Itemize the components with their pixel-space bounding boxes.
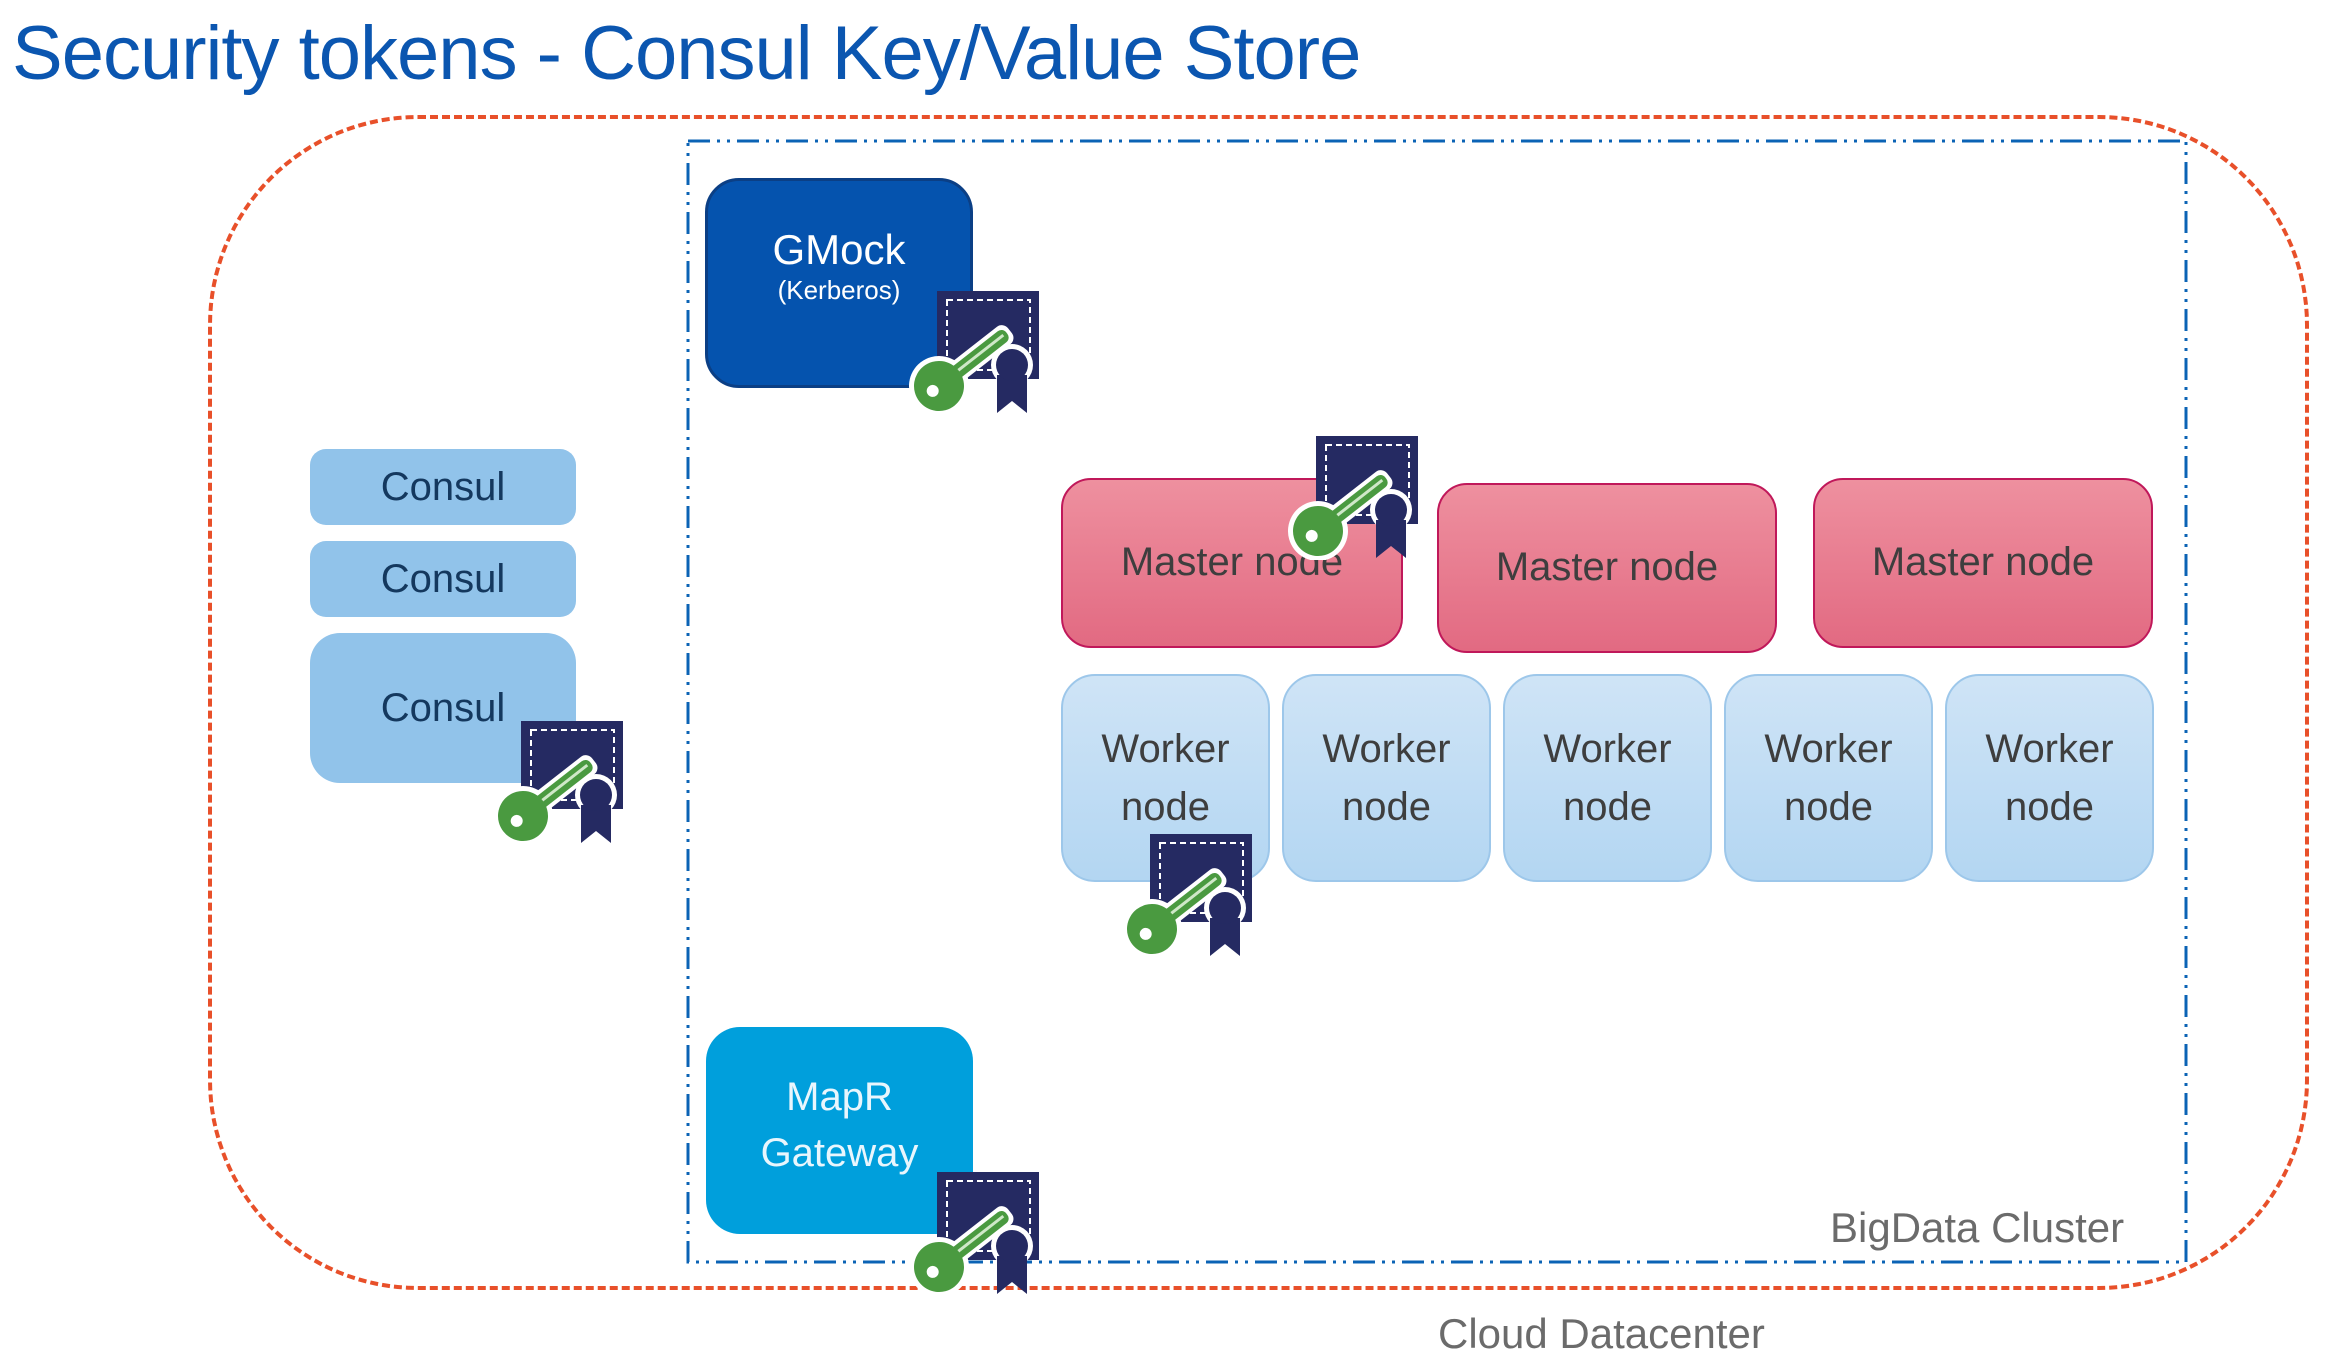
mapr-label-line2: Gateway [760,1130,919,1175]
key-certificate-icon [909,291,1039,416]
master-node-label: Master node [1871,539,2095,584]
worker-node-3[interactable]: Worker node [1503,674,1712,882]
key-certificate-icon [1122,834,1252,959]
worker-node-label-line1: Worker [1985,727,2114,771]
consul-node-2[interactable]: Consul [310,541,576,617]
worker-node-token-icon [1122,834,1252,963]
worker-node-label-line1: Worker [1322,727,1451,771]
worker-node-label-line1: Worker [1764,727,1893,771]
worker-node-label-line2: node [1342,785,1431,829]
master-node-label: Master node [1495,544,1719,589]
consul-node-3[interactable]: Consul [310,633,576,783]
gmock-kerberos-node[interactable]: GMock (Kerberos) [705,178,973,388]
worker-node-5[interactable]: Worker node [1945,674,2154,882]
mapr-label-line1: MapR [786,1074,893,1119]
master-node-token-icon [1288,436,1418,565]
consul-node-1[interactable]: Consul [310,449,576,525]
mapr-token-icon [909,1172,1039,1301]
worker-node-label-line2: node [1784,785,1873,829]
cloud-datacenter-label: Cloud Datacenter [1438,1310,1765,1357]
consul-token-icon [493,721,623,850]
page-title: Security tokens - Consul Key/Value Store [12,11,1361,96]
key-certificate-icon [493,721,623,846]
cloud-datacenter-boundary [208,115,2309,1290]
key-certificate-icon [1288,436,1418,561]
master-node-3[interactable]: Master node [1813,478,2153,648]
worker-node-label-line2: node [1563,785,1652,829]
bigdata-cluster-label: BigData Cluster [1830,1204,2125,1251]
worker-node-2[interactable]: Worker node [1282,674,1491,882]
worker-node-label-line1: Worker [1543,727,1672,771]
worker-node-4[interactable]: Worker node [1724,674,1933,882]
master-node-2[interactable]: Master node [1437,483,1777,653]
worker-node-label-line1: Worker [1101,727,1230,771]
consul-node-label: Consul [380,685,506,730]
key-certificate-icon [909,1172,1039,1297]
worker-node-label-line2: node [1121,785,1210,829]
gmock-token-icon [909,291,1039,420]
worker-node-label-line2: node [2005,785,2094,829]
gmock-subtitle: (Kerberos) [777,275,901,305]
gmock-title: GMock [772,226,906,273]
mapr-gateway-node[interactable]: MapR Gateway [706,1027,973,1234]
consul-node-label: Consul [380,464,506,509]
consul-node-label: Consul [380,556,506,601]
